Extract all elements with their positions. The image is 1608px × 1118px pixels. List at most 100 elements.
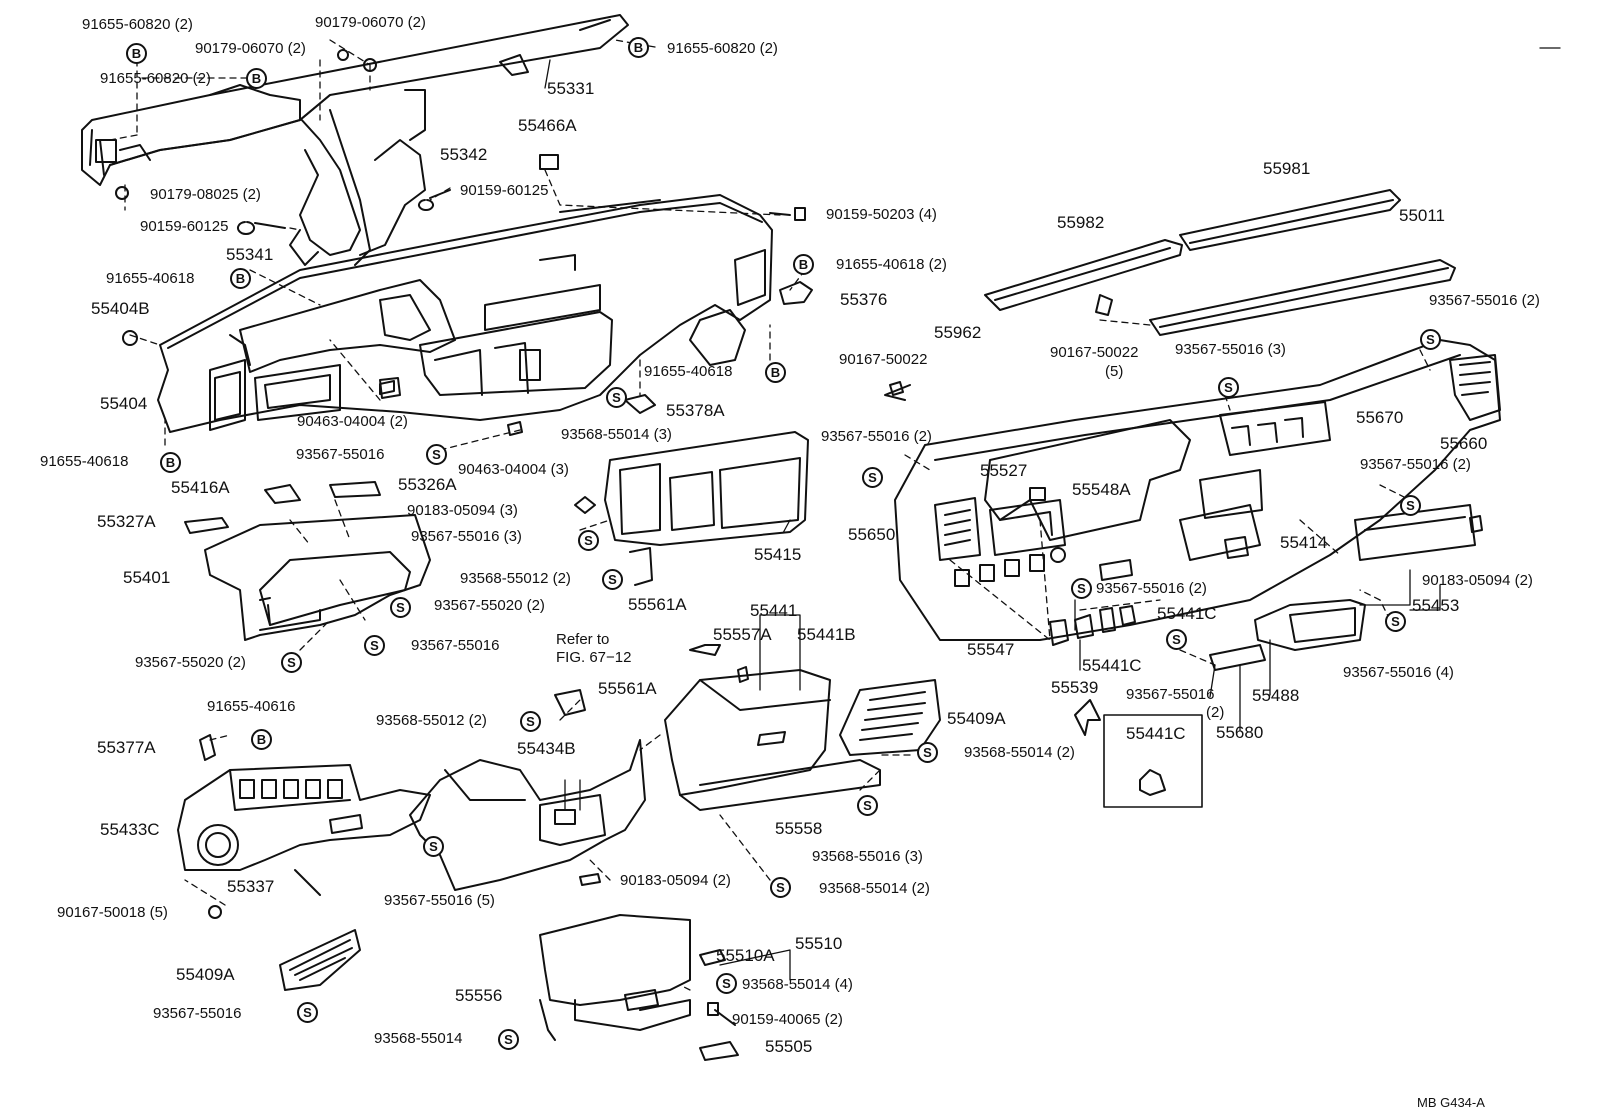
part-label: 90463-04004 (3) (458, 461, 569, 478)
part-label: 55962 (934, 323, 982, 342)
part-label: 90159-50203 (4) (826, 206, 937, 223)
part-label: 55404 (100, 394, 148, 413)
part-label: 93567-55020 (2) (135, 654, 246, 671)
part-label: 90179-08025 (2) (150, 186, 261, 203)
part-label: 55441C (1082, 656, 1142, 675)
screw-symbol-icon: S (770, 877, 791, 898)
screw-symbol-icon: S (426, 444, 447, 465)
part-label: 55331 (547, 79, 595, 98)
part-label: 55561A (598, 679, 657, 698)
part-label: 93567-55016 (2) (821, 428, 932, 445)
screw-symbol-icon: S (297, 1002, 318, 1023)
part-label: 93567-55016 (3) (411, 528, 522, 545)
part-label: 93567-55016 (411, 637, 500, 654)
part-label: 93568-55012 (2) (460, 570, 571, 587)
part-label: 55558 (775, 819, 823, 838)
bolt-symbol-icon: B (126, 43, 147, 64)
screw-symbol-icon: S (862, 467, 883, 488)
fasteners-upper (115, 49, 813, 436)
screw-symbol-icon: S (716, 973, 737, 994)
part-label: 90183-05094 (2) (1422, 572, 1533, 589)
part-label: 55409A (947, 709, 1006, 728)
instrument-panel-main (157, 194, 773, 433)
part-label: 55561A (628, 595, 687, 614)
screw-symbol-icon: S (1218, 377, 1239, 398)
screw-symbol-icon: S (498, 1029, 519, 1050)
part-label: 93567-55016 (2) (1096, 580, 1207, 597)
part-label: 55011 (1399, 206, 1446, 225)
part-label: 55547 (967, 640, 1015, 659)
part-label: 55488 (1252, 686, 1300, 705)
part-label: 55441B (797, 625, 856, 644)
part-label: 55650 (848, 525, 896, 544)
solid-leaders (544, 47, 1561, 981)
part-label: 55416A (171, 478, 230, 497)
part-label: 91655-60820 (2) (667, 40, 778, 57)
part-label: 93567-55016 (2) (1429, 292, 1540, 309)
part-label: 55557A (713, 625, 772, 644)
part-label: 90159-60125 (460, 182, 549, 199)
part-label: 90179-06070 (2) (315, 14, 426, 31)
part-label: 93568-55014 (3) (561, 426, 672, 443)
part-label: 55527 (980, 461, 1028, 480)
part-label: 93568-55014 (374, 1030, 463, 1047)
part-label: 55441C (1157, 604, 1217, 623)
screw-symbol-icon: S (390, 597, 411, 618)
part-label: 93568-55012 (2) (376, 712, 487, 729)
screw-symbol-icon: S (1420, 329, 1441, 350)
part-label: 93568-55014 (4) (742, 976, 853, 993)
part-label: (2) (1206, 704, 1225, 721)
refer-note-line1: Refer to (556, 631, 610, 648)
part-label: 91655-60820 (2) (82, 16, 193, 33)
part-label: 55510A (716, 946, 775, 965)
bolt-symbol-icon: B (628, 37, 649, 58)
screw-symbol-icon: S (520, 711, 541, 732)
part-label: 91655-40618 (644, 363, 733, 380)
part-label: 55556 (455, 986, 503, 1005)
cluster-panels (184, 431, 809, 641)
screw-symbol-icon: S (578, 530, 599, 551)
part-label: 90167-50022 (839, 351, 928, 368)
part-label: 55441 (750, 601, 798, 620)
part-label: 91655-40618 (2) (836, 256, 947, 273)
part-label: 93567-55016 (5) (384, 892, 495, 909)
bolt-symbol-icon: B (230, 268, 251, 289)
bolt-symbol-icon: B (793, 254, 814, 275)
part-label: 90183-05094 (3) (407, 502, 518, 519)
part-label: 93567-55016 (2) (1360, 456, 1471, 473)
bolt-symbol-icon: B (251, 729, 272, 750)
part-label: 90179-06070 (2) (195, 40, 306, 57)
part-label: 55670 (1356, 408, 1404, 427)
part-label: 55539 (1051, 678, 1099, 697)
part-label: 91655-40618 (106, 270, 195, 287)
part-label: 55337 (227, 877, 275, 896)
part-label: 90159-60125 (140, 218, 229, 235)
part-label: 91655-40616 (207, 698, 296, 715)
part-label: 90167-50018 (5) (57, 904, 168, 921)
part-label: 93568-55014 (2) (819, 880, 930, 897)
part-label: 55510 (795, 934, 843, 953)
part-label: 55409A (176, 965, 235, 984)
part-label: 90183-05094 (2) (620, 872, 731, 889)
part-label: 55434B (517, 739, 576, 758)
part-label: 55680 (1216, 723, 1264, 742)
diagram-code: MB G434-A (1417, 1095, 1485, 1110)
part-label: 55466A (518, 116, 577, 135)
part-label: 91655-60820 (2) (100, 70, 211, 87)
screw-symbol-icon: S (917, 742, 938, 763)
part-label: 55548A (1072, 480, 1131, 499)
part-label: 55377A (97, 738, 156, 757)
part-label: 55404B (91, 299, 150, 318)
part-label: 55433C (100, 820, 160, 839)
part-label: 93567-55020 (2) (434, 597, 545, 614)
part-label: 55660 (1440, 434, 1488, 453)
part-label: 90463-04004 (2) (297, 413, 408, 430)
part-label: 93567-55016 (296, 446, 385, 463)
lower-panels (177, 644, 941, 1061)
screw-symbol-icon: S (857, 795, 878, 816)
part-label: 93568-55014 (2) (964, 744, 1075, 761)
part-label: 93567-55016 (1126, 686, 1215, 703)
part-label: 90159-40065 (2) (732, 1011, 843, 1028)
